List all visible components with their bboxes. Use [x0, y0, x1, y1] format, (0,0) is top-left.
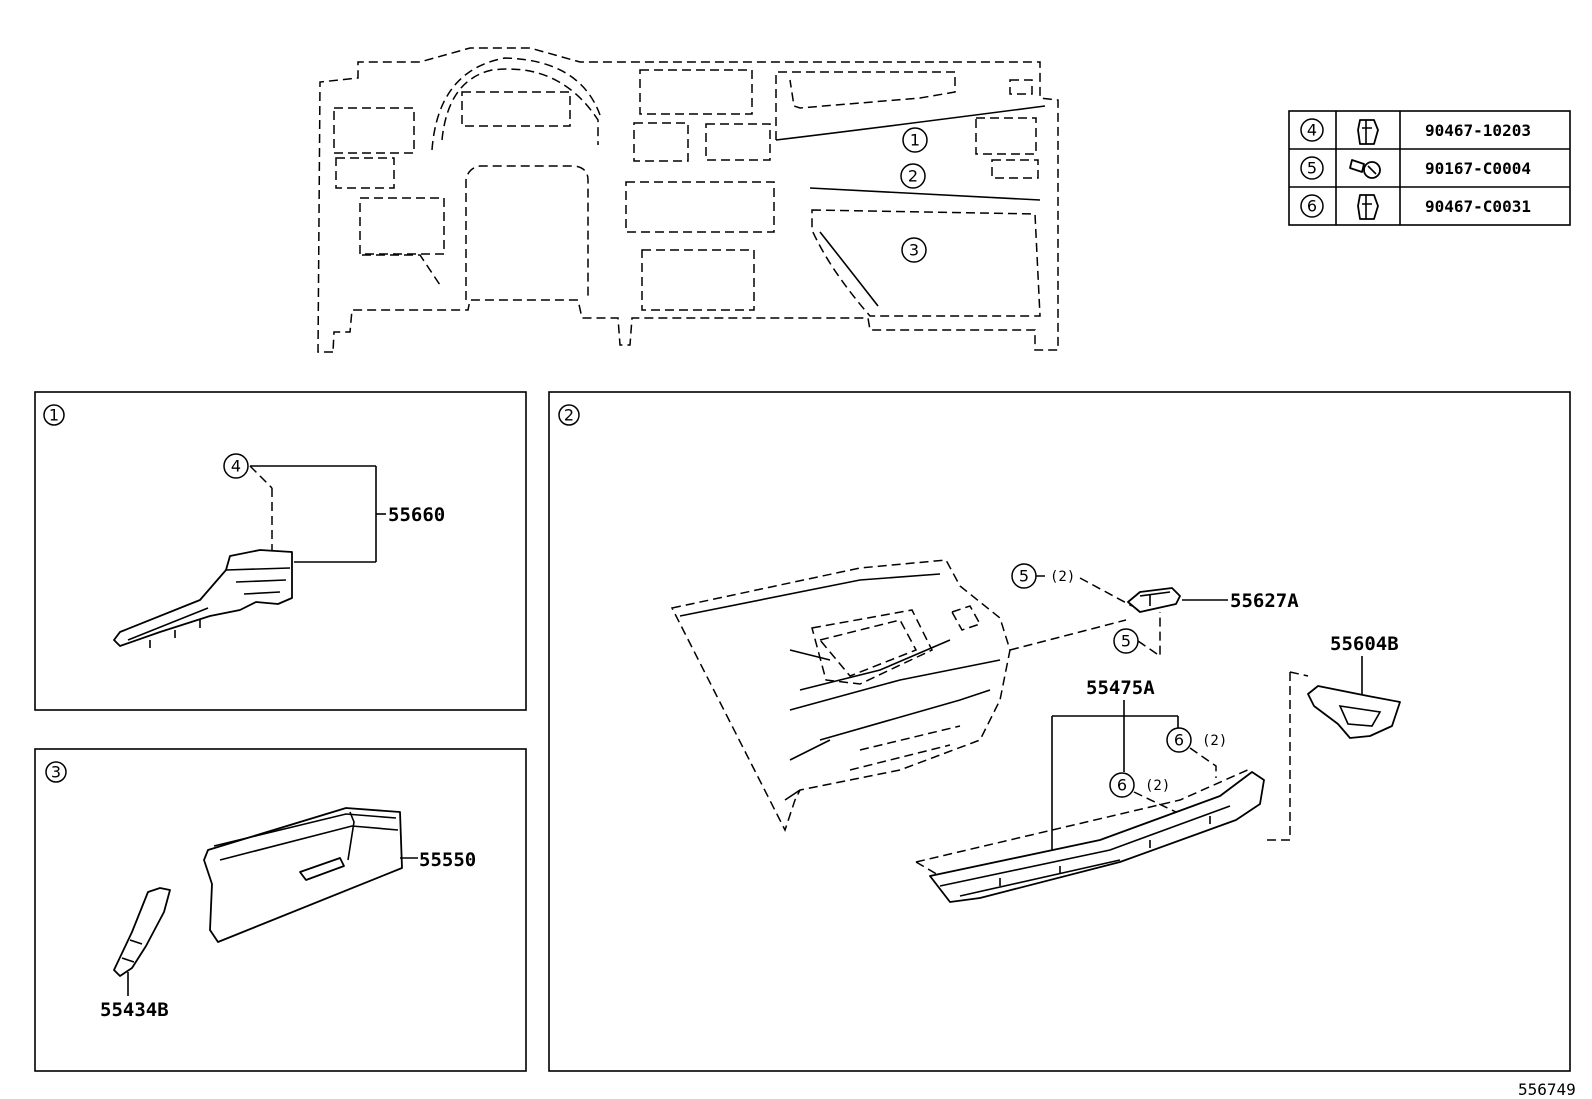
- part-55604B-label: 55604B: [1330, 633, 1399, 655]
- part-55627A-label: 55627A: [1230, 590, 1299, 612]
- part-55627A-bracket: [1127, 587, 1181, 613]
- table-row: 4 90467-10203: [1300, 118, 1531, 145]
- dashboard-overview: 1 2 3: [317, 47, 1059, 353]
- lower-trim-part: [113, 887, 171, 977]
- panel-1-callout-4: 4: [231, 457, 241, 476]
- qty-label: (2): [1145, 778, 1170, 794]
- callout-5-upper: 5: [1019, 567, 1029, 586]
- overview-callout-3: 3: [909, 241, 919, 260]
- clip-icon: [1357, 194, 1379, 220]
- panel-2-label: 2: [564, 406, 574, 425]
- glove-box-part: [203, 807, 403, 943]
- part-55660-label: 55660: [388, 504, 445, 526]
- part-55604B-cover: [1307, 685, 1401, 739]
- part-55434B-label: 55434B: [100, 999, 169, 1021]
- part-number-90467-C0031: 90467-C0031: [1425, 197, 1531, 216]
- part-number-90467-10203: 90467-10203: [1425, 121, 1531, 140]
- overview-callout-1: 1: [910, 131, 920, 150]
- panel-3: 3 55550 55434B: [34, 748, 527, 1072]
- panel-1-label: 1: [49, 406, 59, 425]
- side-vent-garnish-part: [113, 549, 293, 648]
- table-ref-6: 6: [1307, 197, 1317, 216]
- qty-label: (2): [1050, 569, 1075, 585]
- callout-6-left: 6: [1117, 776, 1127, 795]
- screw-icon: [1349, 159, 1381, 179]
- lower-panel-55475A: [915, 767, 1265, 903]
- callout-5-lower: 5: [1121, 632, 1131, 651]
- instrument-panel-sketch: [670, 559, 1127, 832]
- fastener-table: 4 90467-10203 5 90167-C0004 6: [1288, 110, 1571, 226]
- overview-callout-2: 2: [908, 167, 918, 186]
- panel-1: 1 4 55660: [34, 391, 527, 711]
- table-ref-5: 5: [1307, 159, 1317, 178]
- part-55475A-label: 55475A: [1086, 677, 1155, 699]
- panel-3-label: 3: [51, 763, 61, 782]
- panel-2: 2 5 (2) 55627A 5 55: [548, 391, 1571, 1072]
- table-ref-4: 4: [1307, 121, 1317, 140]
- table-row: 6 90467-C0031: [1300, 194, 1531, 220]
- clip-icon: [1357, 119, 1379, 145]
- qty-label: (2): [1202, 733, 1227, 749]
- part-number-90167-C0004: 90167-C0004: [1425, 159, 1531, 178]
- part-55550-label: 55550: [419, 849, 476, 871]
- figure-number: 556749: [1518, 1080, 1576, 1099]
- table-row: 5 90167-C0004: [1300, 156, 1531, 180]
- callout-6-right: 6: [1174, 731, 1184, 750]
